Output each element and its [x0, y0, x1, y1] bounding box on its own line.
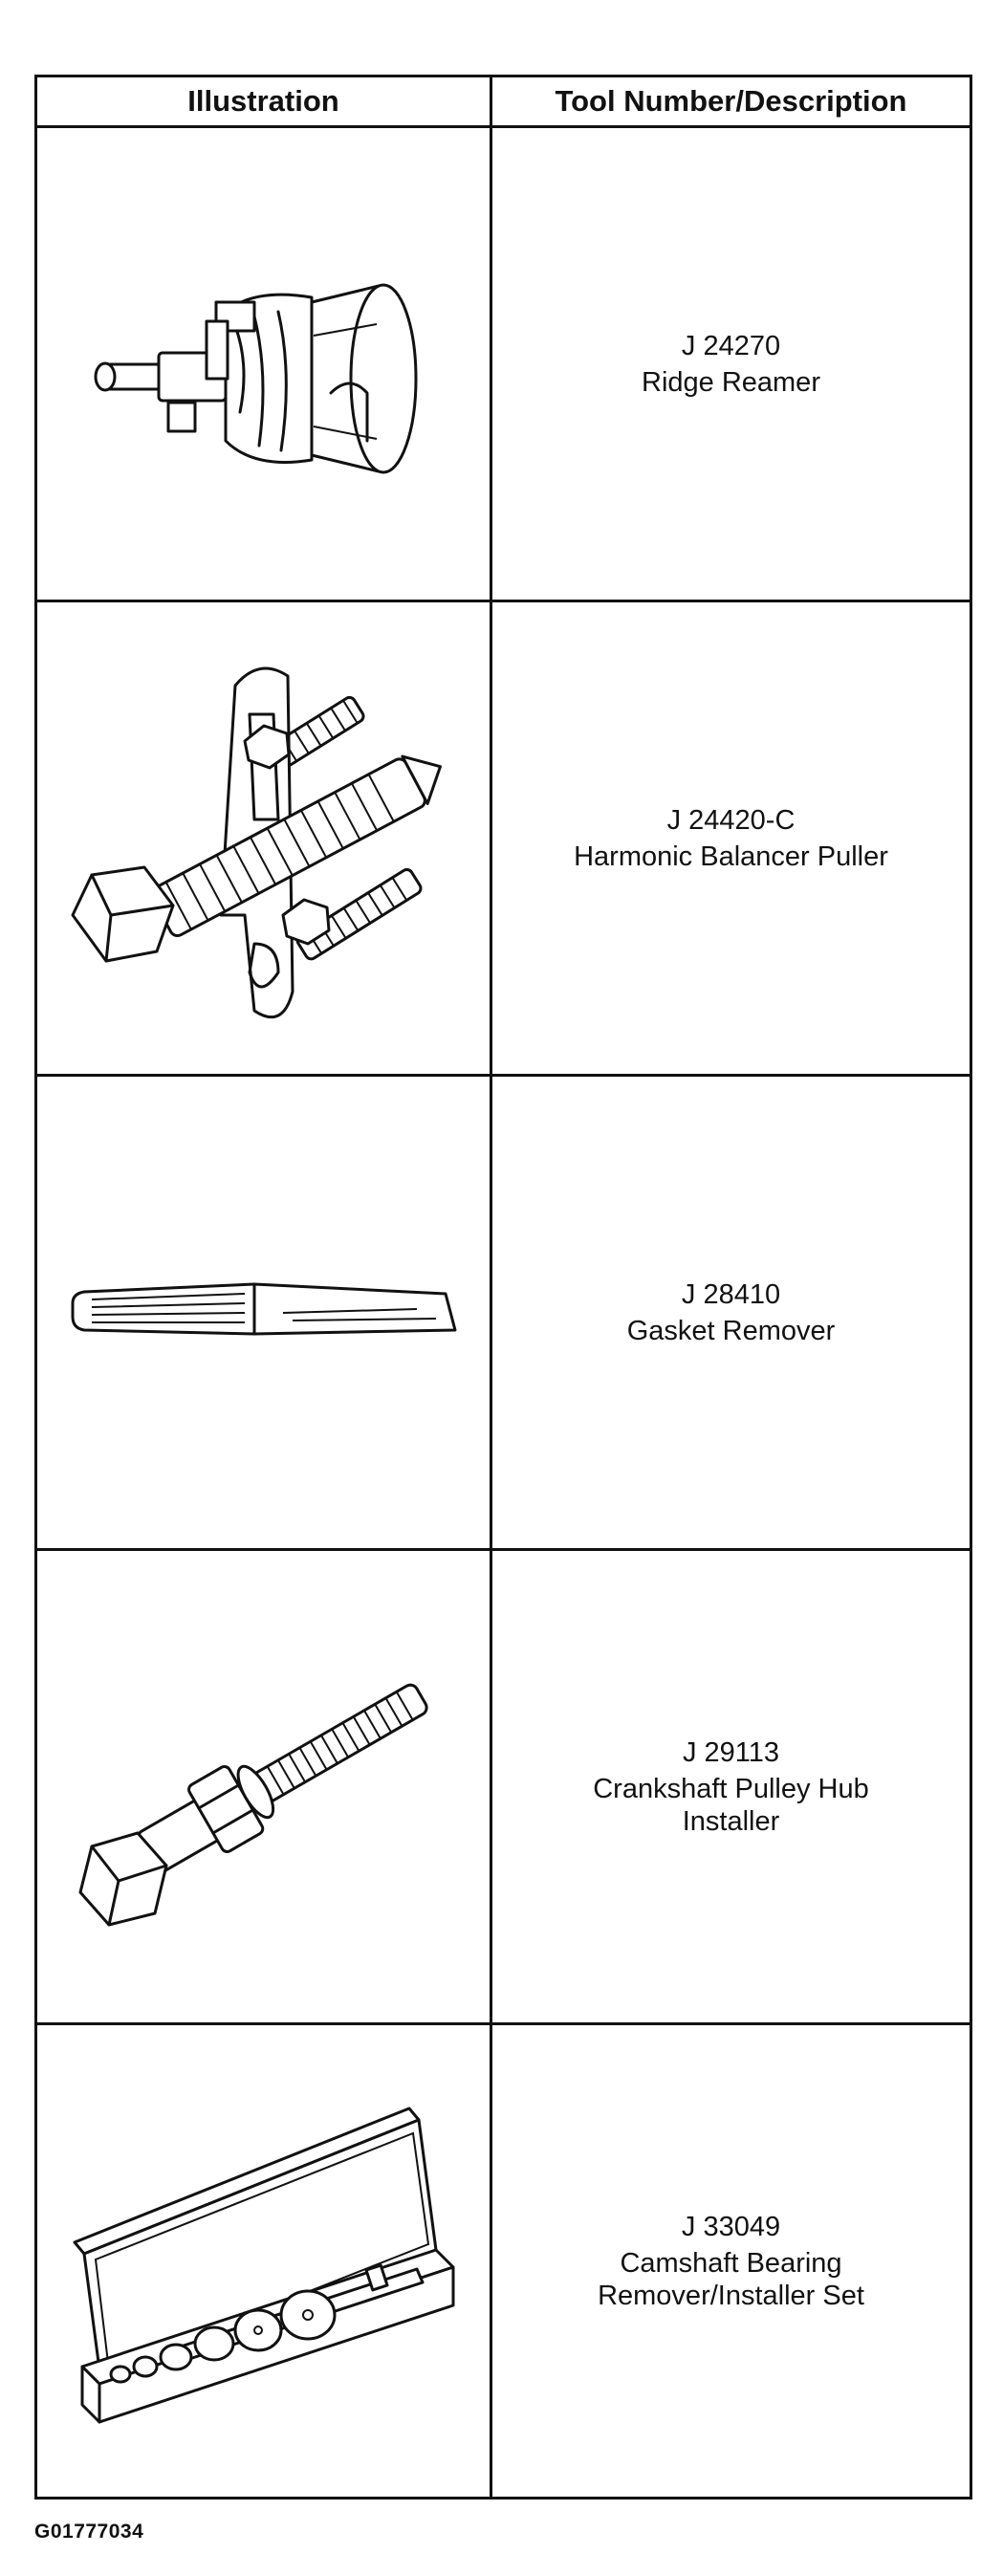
tool-name: Crankshaft Pulley Hub Installer: [593, 1773, 869, 1837]
ridge-reamer-icon: [94, 283, 417, 473]
header-illustration: Illustration: [34, 75, 492, 128]
description-cell: J 29113 Crankshaft Pulley Hub Installer: [490, 1548, 972, 2025]
tool-number: J 24270: [681, 330, 781, 361]
illustration-cell: [34, 600, 492, 1077]
table-header-row: Illustration Tool Number/Description: [34, 75, 972, 128]
illustration-cell: [34, 2022, 492, 2500]
description-cell: J 24420-C Harmonic Balancer Puller: [490, 600, 972, 1077]
table-row: J 24420-C Harmonic Balancer Puller: [34, 600, 972, 1077]
tool-number: J 29113: [682, 1736, 780, 1768]
tool-name: Gasket Remover: [626, 1315, 836, 1346]
illustration-cell: [34, 125, 492, 602]
tool-number: J 33049: [681, 2211, 781, 2242]
tool-number: J 24420-C: [666, 804, 796, 836]
special-tools-table: Illustration Tool Number/Description: [34, 75, 972, 2500]
tool-number: J 28410: [681, 1278, 781, 1310]
tool-name: Harmonic Balancer Puller: [574, 840, 888, 872]
tool-table-sheet: Illustration Tool Number/Description: [34, 75, 972, 2505]
illustration-cell: [34, 1548, 492, 2025]
tool-name: Camshaft Bearing Remover/Installer Set: [598, 2247, 864, 2311]
table-row: J 28410 Gasket Remover: [34, 1074, 972, 1551]
gasket-remover-icon: [71, 1282, 456, 1335]
table-row: J 33049 Camshaft Bearing Remover/Install…: [34, 2022, 972, 2500]
table-row: J 29113 Crankshaft Pulley Hub Installer: [34, 1548, 972, 2025]
description-cell: J 24270 Ridge Reamer: [490, 125, 972, 602]
illustration-cell: [34, 1074, 492, 1551]
table-row: J 24270 Ridge Reamer: [34, 125, 972, 602]
tool-name: Ridge Reamer: [642, 366, 820, 398]
header-tool-description: Tool Number/Description: [490, 75, 972, 128]
crankshaft-pulley-hub-installer-icon: [78, 1683, 428, 1926]
harmonic-balancer-puller-icon: [71, 666, 442, 1018]
camshaft-bearing-set-icon: [73, 2107, 454, 2423]
description-cell: J 33049 Camshaft Bearing Remover/Install…: [490, 2022, 972, 2500]
figure-code: G01777034: [34, 2521, 144, 2543]
description-cell: J 28410 Gasket Remover: [490, 1074, 972, 1551]
